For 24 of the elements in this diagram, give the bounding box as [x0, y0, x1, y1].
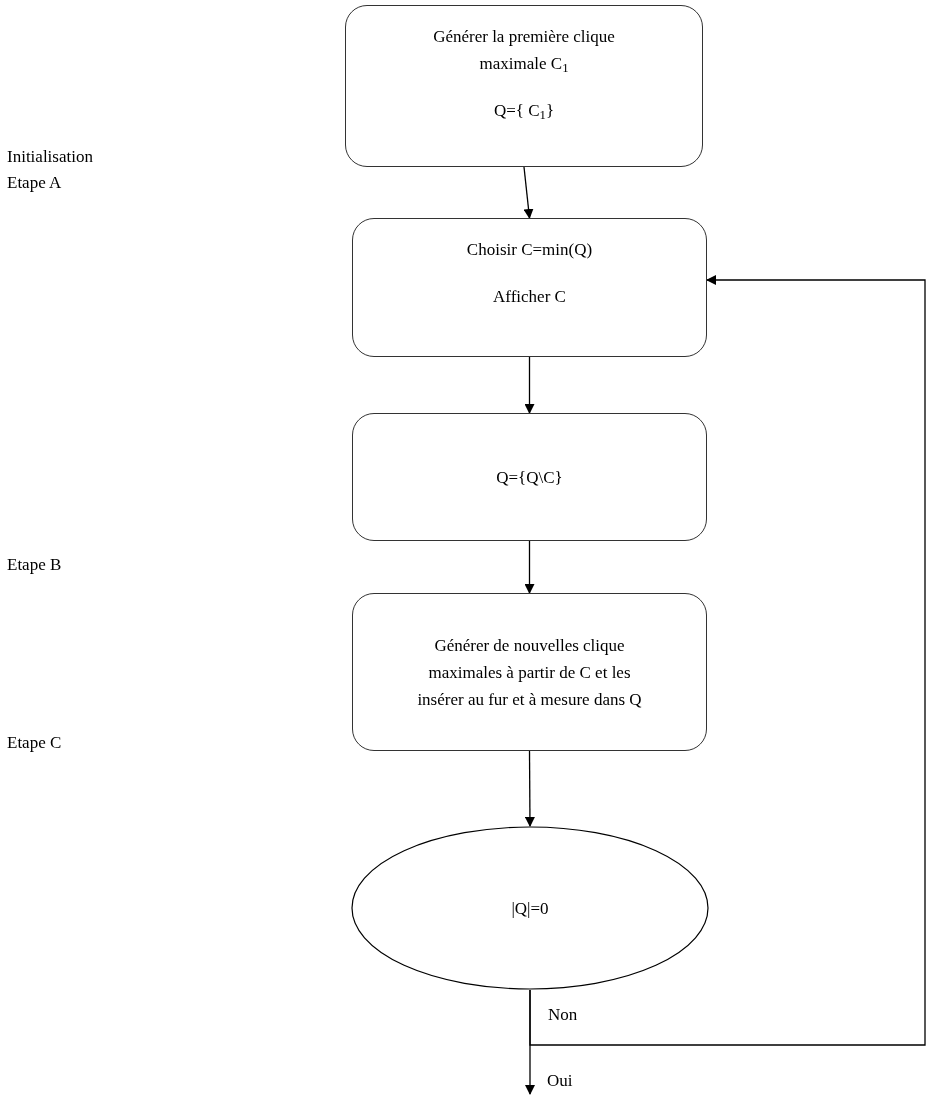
node-text: Générer de nouvelles clique maximales à partir de C et les insérer au fur et à mesure dans Q [416, 634, 643, 711]
node-text: Q={ C$_{1}$} [493, 100, 555, 124]
decision-ellipse [351, 826, 709, 990]
arrow [529, 275, 926, 1046]
edge-label: Oui [547, 1072, 573, 1089]
node-text: Générer la première clique maximale C$_{1}$ [432, 26, 616, 77]
arrow [523, 166, 534, 219]
process-box [352, 218, 707, 357]
process-box [352, 413, 707, 541]
node-text: Q={Q\C} [496, 466, 563, 489]
arrow [524, 540, 535, 594]
node-text: |Q|=0 [511, 897, 549, 920]
edge-label: Non [548, 1006, 578, 1023]
process-box [352, 593, 707, 751]
step-label: Etape C [7, 734, 62, 751]
arrow [524, 356, 535, 414]
step-label: Etape A [7, 174, 62, 191]
node-text: Choisir C=min(Q) [466, 239, 593, 261]
step-label: Initialisation [7, 148, 93, 165]
process-box [345, 5, 703, 167]
step-label: Etape B [7, 556, 62, 573]
arrow [524, 750, 535, 827]
node-text: Afficher C [493, 286, 566, 308]
arrow [525, 989, 535, 1095]
